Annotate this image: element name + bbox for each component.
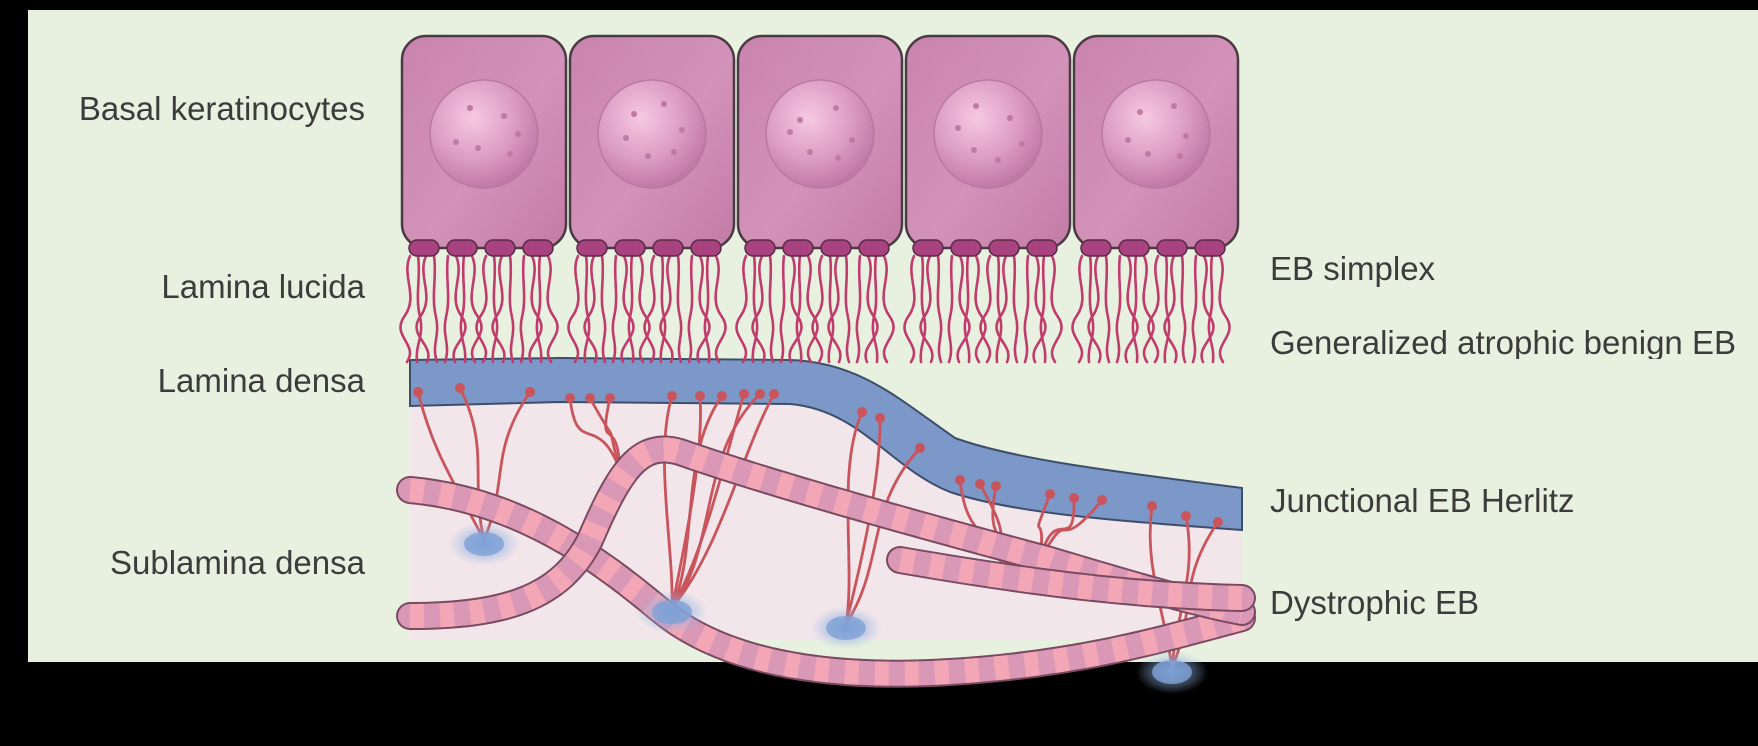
- label-dystrophic-eb: Dystrophic EB: [1270, 586, 1479, 619]
- nucleus: [766, 80, 874, 188]
- hemidesmosome: [485, 240, 515, 256]
- hemidesmosome: [409, 240, 439, 256]
- nucleus: [934, 80, 1042, 188]
- hemidesmosome: [577, 240, 607, 256]
- hemidesmosome: [1157, 240, 1187, 256]
- hemidesmosome: [653, 240, 683, 256]
- hemidesmosome: [1195, 240, 1225, 256]
- hemidesmosome: [523, 240, 553, 256]
- hemidesmosome: [447, 240, 477, 256]
- hemidesmosome: [1027, 240, 1057, 256]
- keratinocyte-cell: [1074, 36, 1238, 256]
- hemidesmosome: [989, 240, 1019, 256]
- label-lamina-lucida: Lamina lucida: [0, 270, 365, 303]
- keratinocyte-cell: [570, 36, 734, 256]
- keratinocyte-cell: [906, 36, 1070, 256]
- keratinocyte-cell: [402, 36, 566, 256]
- label-sublamina-densa: Sublamina densa: [0, 546, 365, 579]
- hemidesmosome: [745, 240, 775, 256]
- label-eb-simplex: EB simplex: [1270, 252, 1435, 285]
- label-lamina-densa: Lamina densa: [0, 364, 365, 397]
- keratinocyte-cell: [738, 36, 902, 256]
- hemidesmosome: [691, 240, 721, 256]
- nucleus: [1102, 80, 1210, 188]
- hemidesmosome: [913, 240, 943, 256]
- nucleus: [430, 80, 538, 188]
- nucleus: [598, 80, 706, 188]
- hemidesmosome: [1119, 240, 1149, 256]
- hemidesmosome: [783, 240, 813, 256]
- hemidesmosome: [859, 240, 889, 256]
- hemidesmosome: [951, 240, 981, 256]
- label-basal-keratinocytes: Basal keratinocytes: [0, 92, 365, 125]
- hemidesmosome: [821, 240, 851, 256]
- label-junctional-eb-herlitz: Junctional EB Herlitz: [1270, 484, 1574, 517]
- basal-keratinocyte-row: [402, 36, 1238, 256]
- hemidesmosome: [1081, 240, 1111, 256]
- label-generalized-atrophic-benign-eb: Generalized atrophic benign EB: [1270, 326, 1758, 359]
- hemidesmosome: [615, 240, 645, 256]
